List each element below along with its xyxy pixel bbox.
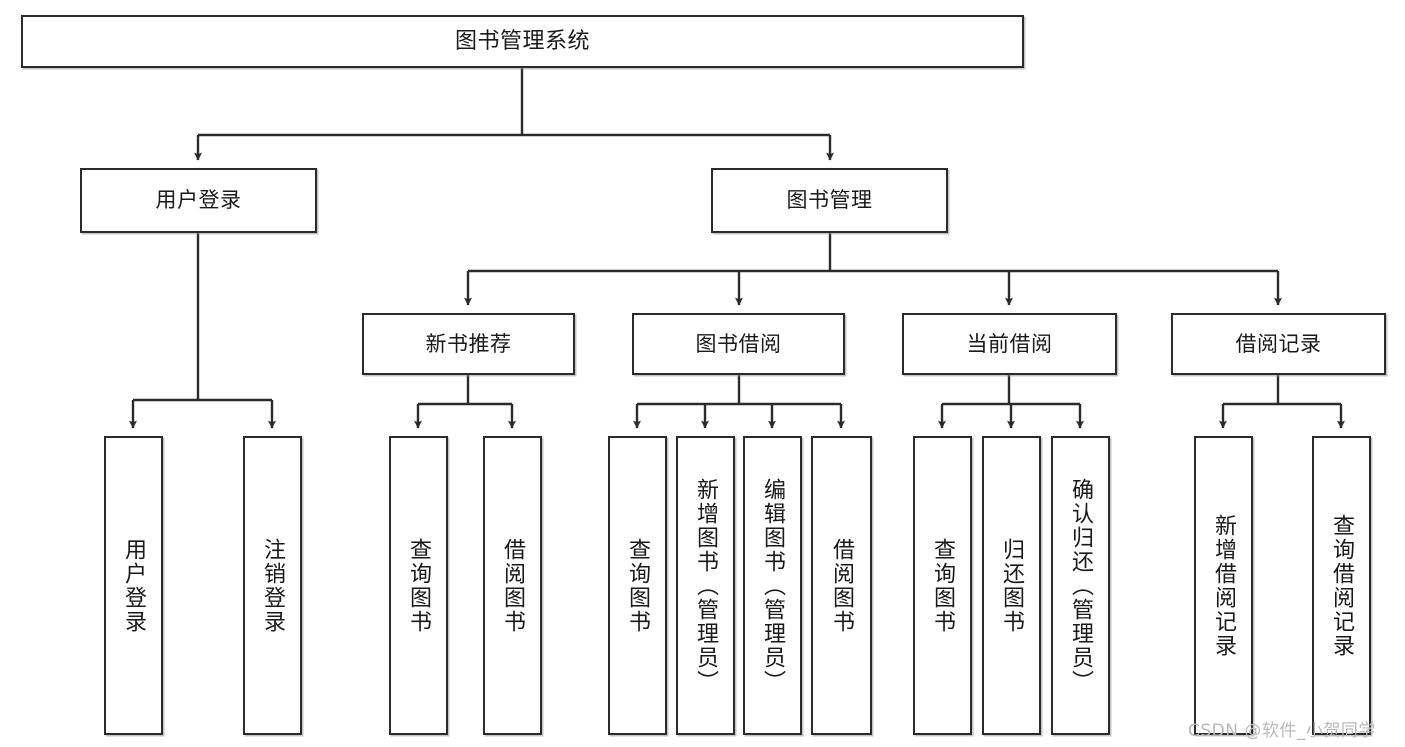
node-label: 当前借阅 [966, 331, 1053, 356]
node-label: 查询借阅记录 [1329, 513, 1355, 658]
node-label: 查询图书 [625, 537, 651, 634]
csdn-watermark: CSDN @软件_小贺同学 [1188, 721, 1376, 741]
node-label: 用户登录 [121, 537, 147, 634]
leaf-query-book-recommend[interactable]: 查询图书 [389, 436, 448, 735]
node-label: 查询图书 [406, 537, 432, 634]
node-label: 借阅图书 [829, 537, 855, 634]
node-label: 新书推荐 [425, 331, 512, 356]
node-label: 新增借阅记录 [1211, 513, 1237, 658]
node-label: 图书管理 [786, 188, 873, 213]
node-borrow-record[interactable]: 借阅记录 [1171, 313, 1386, 375]
node-label: 编辑图书（管理员） [760, 477, 786, 694]
node-label: 新增图书（管理员） [693, 477, 719, 694]
node-label: 借阅记录 [1235, 331, 1322, 356]
leaf-return-book[interactable]: 归还图书 [982, 436, 1041, 735]
node-label: 注销登录 [260, 537, 286, 634]
leaf-query-book-current[interactable]: 查询图书 [913, 436, 972, 735]
node-new-book-recommendation[interactable]: 新书推荐 [362, 313, 575, 375]
node-label: 确认归还（管理员） [1068, 477, 1094, 694]
node-root-book-management-system[interactable]: 图书管理系统 [21, 15, 1024, 68]
leaf-user-login[interactable]: 用户登录 [104, 436, 163, 735]
leaf-query-book-borrow[interactable]: 查询图书 [608, 436, 667, 735]
node-label: 借阅图书 [500, 537, 526, 634]
leaf-borrow-book-recommend[interactable]: 借阅图书 [483, 436, 542, 735]
leaf-add-book-admin[interactable]: 新增图书（管理员） [676, 436, 735, 735]
leaf-edit-book-admin[interactable]: 编辑图书（管理员） [743, 436, 802, 735]
leaf-query-borrow-record[interactable]: 查询借阅记录 [1312, 436, 1371, 735]
leaf-logout[interactable]: 注销登录 [243, 436, 302, 735]
node-current-borrow[interactable]: 当前借阅 [902, 313, 1117, 375]
node-label: 查询图书 [930, 537, 956, 634]
node-user-login[interactable]: 用户登录 [80, 168, 317, 233]
node-label: 归还图书 [999, 537, 1025, 634]
leaf-add-borrow-record[interactable]: 新增借阅记录 [1194, 436, 1253, 735]
node-book-management[interactable]: 图书管理 [711, 168, 948, 233]
node-label: 用户登录 [155, 188, 242, 213]
node-label: 图书管理系统 [454, 28, 590, 54]
node-label: 图书借阅 [695, 331, 782, 356]
leaf-confirm-return-admin[interactable]: 确认归还（管理员） [1051, 436, 1110, 735]
node-book-borrow[interactable]: 图书借阅 [632, 313, 845, 375]
leaf-borrow-book[interactable]: 借阅图书 [811, 436, 872, 735]
